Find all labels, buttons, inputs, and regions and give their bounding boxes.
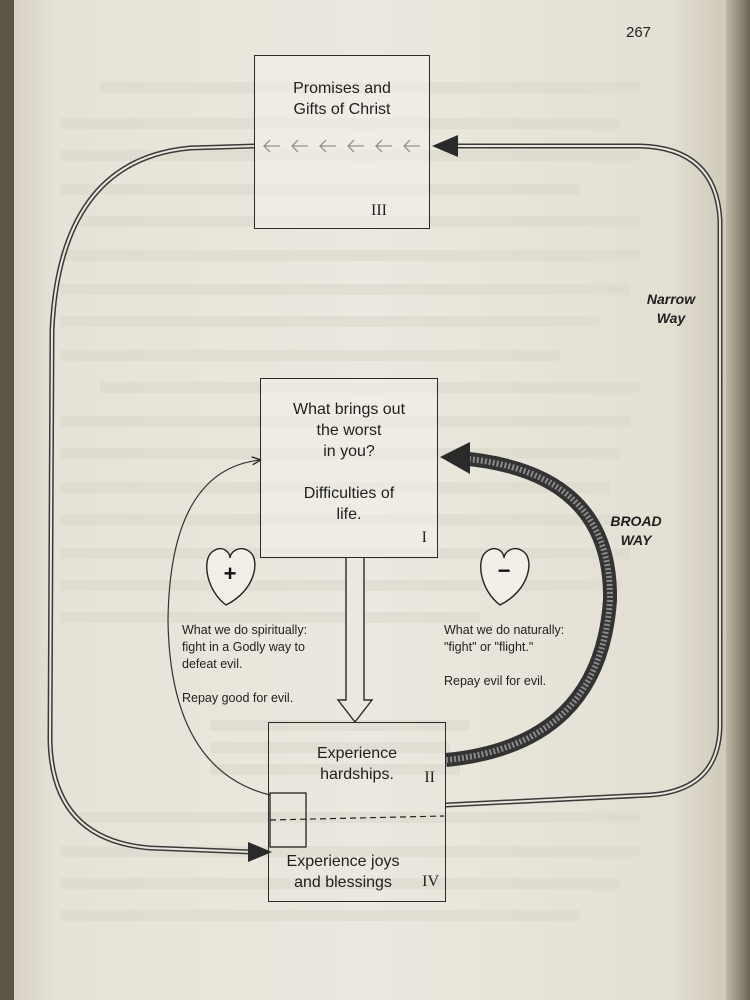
box-hardships-text: Experience hardships. (316, 745, 398, 783)
box-joys-numeral: IV (422, 873, 439, 890)
narrow-way-path (444, 143, 723, 808)
box-promises-numeral: III (371, 202, 387, 219)
box-promises-text: Promises and Gifts of Christ (293, 80, 391, 118)
page-number: 267 (626, 24, 652, 41)
box-hardships-joys: Experience hardships. II Experience joys… (268, 722, 446, 902)
box-worst-numeral: I (421, 529, 427, 546)
heart-positive-icon: + (206, 548, 256, 606)
broad-way-path (445, 451, 618, 767)
svg-text:+: + (224, 561, 237, 586)
left-loop-arrowhead (248, 842, 272, 862)
heart-negative-icon: − (480, 548, 530, 606)
box-hardships-numeral: II (424, 769, 435, 786)
box-joys-text: Experience joys and blessings (286, 853, 400, 891)
broad-way-label: BROAD WAY (610, 513, 662, 548)
left-loop-path (47, 143, 256, 855)
spiritual-path (167, 460, 271, 796)
box-worst-text: What brings out the worst in you? Diffic… (292, 401, 406, 523)
natural-annotation: What we do naturally: "fight" or "flight… (444, 623, 565, 688)
box-promises-gifts: Promises and Gifts of Christ III (254, 55, 430, 229)
narrow-way-label: Narrow Way (646, 291, 696, 326)
svg-text:−: − (498, 558, 511, 583)
inner-rect (269, 792, 307, 848)
page-edge (726, 0, 750, 1000)
spiritual-annotation: What we do spiritually: fight in a Godly… (182, 623, 308, 705)
broad-way-arrowhead (440, 442, 470, 474)
box-divider (269, 815, 445, 821)
box-worst-difficulties: What brings out the worst in you? Diffic… (260, 378, 438, 558)
narrow-way-arrowhead (432, 135, 458, 157)
